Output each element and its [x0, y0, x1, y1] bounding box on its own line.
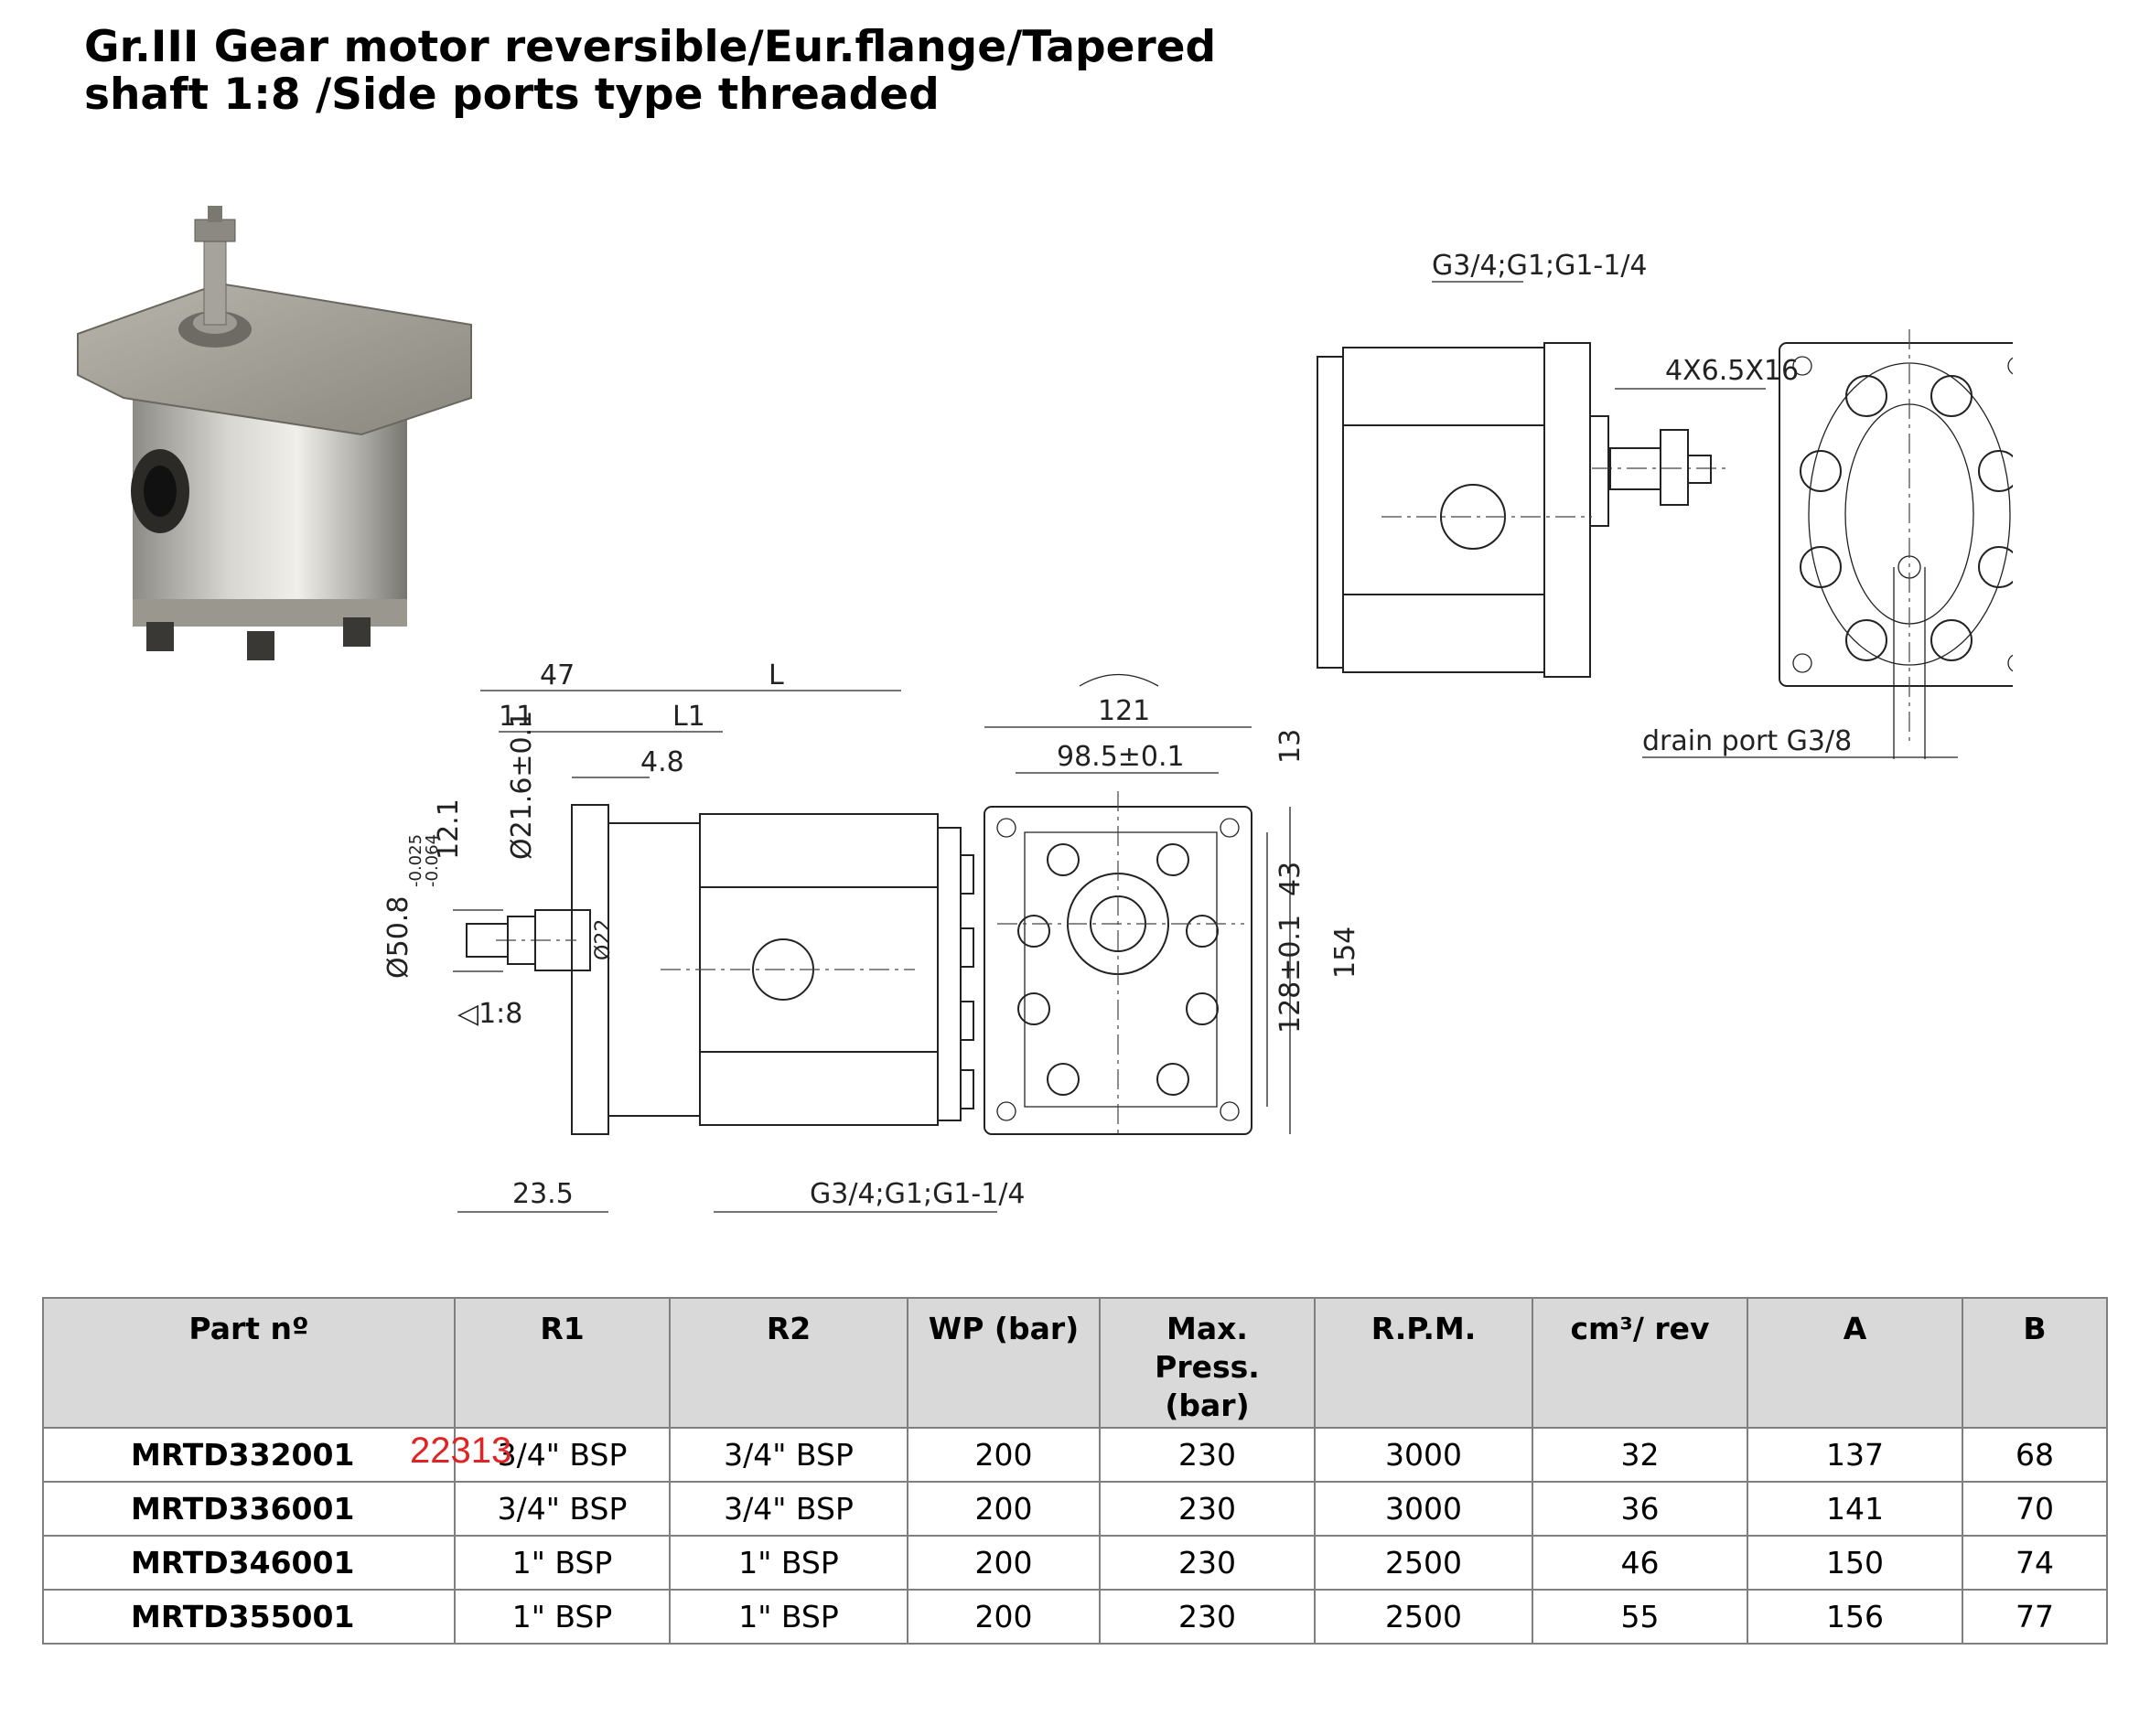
a-cell: 150	[1747, 1535, 1963, 1591]
b-cell: 70	[1962, 1481, 2108, 1537]
header-rpm: R.P.M.	[1314, 1297, 1533, 1429]
header-cm3-rev: cm³/ rev	[1532, 1297, 1748, 1429]
header-b: B	[1962, 1297, 2108, 1429]
header-r1: R1	[454, 1297, 671, 1429]
side-view	[453, 804, 974, 1135]
part-number: MRTD336001	[42, 1481, 456, 1537]
cm3-cell: 36	[1532, 1481, 1748, 1537]
r2-cell: 3/4" BSP	[669, 1481, 908, 1537]
header-wp: WP (bar)	[907, 1297, 1101, 1429]
label-121: 121	[1098, 695, 1150, 727]
label-128: 128±0.1	[1274, 915, 1306, 1034]
max-press-cell: 230	[1099, 1589, 1316, 1645]
label-ports-top: G3/4;G1;G1-1/4	[1432, 250, 1648, 282]
dimension-lines	[457, 281, 1958, 1213]
front-view	[984, 673, 1252, 1135]
label-L1: L1	[672, 701, 705, 733]
handwritten-note: 22313	[410, 1431, 512, 1471]
label-50-8: Ø50.8	[382, 896, 414, 979]
r1-cell: 1" BSP	[454, 1535, 671, 1591]
label-4-8: 4.8	[640, 746, 684, 778]
a-cell: 137	[1747, 1427, 1963, 1483]
label-50-8-tol-down: -0.064	[423, 834, 442, 887]
table-row: MRTD336001 3/4" BSP 3/4" BSP 200 230 300…	[42, 1481, 2108, 1537]
rpm-cell: 3000	[1314, 1481, 1533, 1537]
label-L: L	[769, 659, 784, 691]
cm3-cell: 32	[1532, 1427, 1748, 1483]
b-cell: 74	[1962, 1535, 2108, 1591]
label-ports-bottom: G3/4;G1;G1-1/4	[810, 1178, 1026, 1210]
part-number: MRTD355001	[42, 1589, 456, 1645]
wp-cell: 200	[907, 1427, 1101, 1483]
flange-face-view	[1779, 329, 2013, 759]
table-row: MRTD332001 22313 3/4" BSP 3/4" BSP 200 2…	[42, 1427, 2108, 1483]
label-drain-port: drain port G3/8	[1642, 725, 1852, 757]
label-bolt: 4X6.5X16	[1665, 355, 1799, 387]
r1-cell: 1" BSP	[454, 1589, 671, 1645]
label-50-8-tol-up: -0.025	[406, 834, 425, 887]
table-row: MRTD346001 1" BSP 1" BSP 200 230 2500 46…	[42, 1535, 2108, 1591]
r1-cell: 3/4" BSP	[454, 1481, 671, 1537]
gear-motor-photo	[77, 206, 472, 660]
label-43: 43	[1274, 862, 1306, 896]
r2-cell: 3/4" BSP	[669, 1427, 908, 1483]
header-part: Part nº	[42, 1297, 456, 1429]
a-cell: 141	[1747, 1481, 1963, 1537]
label-21-6: Ø21.6±0.1	[506, 711, 538, 860]
label-11: 11	[499, 701, 533, 733]
label-taper: ◁1:8	[457, 998, 522, 1030]
label-23-5: 23.5	[512, 1178, 574, 1210]
label-12-1: 12.1	[433, 798, 465, 860]
part-number-cell: MRTD332001 22313	[42, 1427, 511, 1483]
top-side-view	[1317, 342, 1729, 678]
label-154: 154	[1329, 927, 1361, 979]
label-47: 47	[540, 659, 575, 691]
table-row: MRTD355001 1" BSP 1" BSP 200 230 2500 55…	[42, 1589, 2108, 1645]
max-press-cell: 230	[1099, 1427, 1316, 1483]
header-max-press: Max. Press. (bar)	[1099, 1297, 1316, 1429]
wp-cell: 200	[907, 1535, 1101, 1591]
title-line-1: Gr.III Gear motor reversible/Eur.flange/…	[84, 22, 1217, 72]
b-cell: 68	[1962, 1427, 2108, 1483]
header-a: A	[1747, 1297, 1963, 1429]
part-number: MRTD332001	[131, 1437, 355, 1473]
a-cell: 156	[1747, 1589, 1963, 1645]
b-cell: 77	[1962, 1589, 2108, 1645]
header-r2: R2	[669, 1297, 908, 1429]
r2-cell: 1" BSP	[669, 1589, 908, 1645]
rpm-cell: 3000	[1314, 1427, 1533, 1483]
label-98-5: 98.5±0.1	[1057, 741, 1185, 773]
max-press-cell: 230	[1099, 1481, 1316, 1537]
page-title: Gr.III Gear motor reversible/Eur.flange/…	[84, 24, 1457, 119]
spec-table: Part nº R1 R2 WP (bar) Max. Press. (bar)…	[42, 1297, 2108, 1645]
label-22: Ø22	[592, 919, 615, 960]
rpm-cell: 2500	[1314, 1535, 1533, 1591]
rpm-cell: 2500	[1314, 1589, 1533, 1645]
title-line-2: shaft 1:8 /Side ports type threaded	[84, 70, 940, 120]
table-header-row: Part nº R1 R2 WP (bar) Max. Press. (bar)…	[42, 1297, 2108, 1429]
wp-cell: 200	[907, 1589, 1101, 1645]
wp-cell: 200	[907, 1481, 1101, 1537]
label-13: 13	[1274, 729, 1306, 764]
part-number: MRTD346001	[42, 1535, 456, 1591]
r2-cell: 1" BSP	[669, 1535, 908, 1591]
r1-cell: 3/4" BSP	[454, 1427, 671, 1483]
cm3-cell: 55	[1532, 1589, 1748, 1645]
technical-drawing: G3/4;G1;G1-1/4 4X6.5X16 drain port G3/8 …	[382, 250, 2013, 1213]
cm3-cell: 46	[1532, 1535, 1748, 1591]
max-press-cell: 230	[1099, 1535, 1316, 1591]
